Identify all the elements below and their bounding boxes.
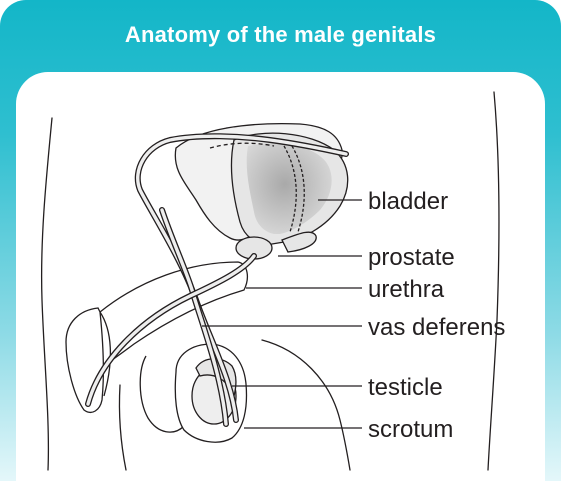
right-thigh-outline	[262, 340, 350, 470]
left-hip-outline	[42, 118, 52, 470]
label-bladder: bladder	[368, 188, 448, 215]
right-hip-outline	[488, 92, 499, 470]
left-thigh-outline	[119, 385, 126, 470]
label-prostate: prostate	[368, 244, 455, 271]
label-scrotum: scrotum	[368, 416, 453, 443]
label-testicle: testicle	[368, 374, 443, 401]
glans	[66, 308, 103, 412]
label-vas-deferens: vas deferens	[368, 314, 505, 341]
label-urethra: urethra	[368, 276, 445, 303]
